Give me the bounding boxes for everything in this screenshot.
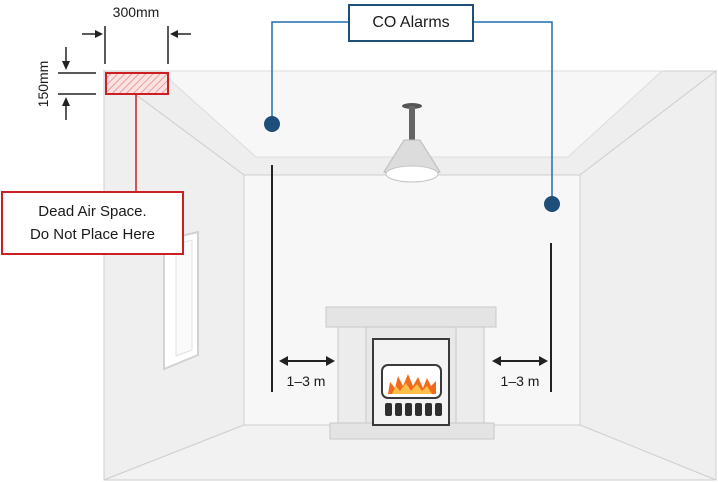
- fireplace-left-pillar: [337, 326, 367, 424]
- dead-air-zone: [105, 72, 169, 95]
- distance-label-left: 1–3 m: [287, 373, 326, 389]
- height-dimension-label: 150mm: [35, 61, 51, 108]
- co-leader-right: [474, 21, 553, 204]
- window-inner: [175, 239, 193, 357]
- dead-air-line-2: Do Not Place Here: [29, 226, 156, 243]
- double-arrow-icon: [279, 356, 335, 366]
- dead-air-line-1: Dead Air Space.: [38, 203, 147, 220]
- flame-core-icon: [392, 383, 432, 394]
- room: [102, 69, 718, 481]
- alarm-dot-icon: [264, 116, 280, 132]
- co-alarms-text: CO Alarms: [372, 14, 450, 31]
- width-dimension-label: 300mm: [113, 4, 160, 20]
- fireplace-mantel: [325, 306, 497, 328]
- alarm-dot-icon: [544, 196, 560, 212]
- fire-grate: [385, 403, 442, 416]
- co-alarms-label: CO Alarms: [348, 4, 474, 42]
- fireplace-right-pillar: [455, 326, 485, 424]
- dead-air-space-label: Dead Air Space. Do Not Place Here: [1, 191, 184, 255]
- height-dimension: [58, 47, 96, 120]
- fireplace-icon: [325, 306, 497, 440]
- distance-label-right: 1–3 m: [501, 373, 540, 389]
- co-leader-left: [271, 21, 348, 124]
- double-arrow-icon: [492, 356, 548, 366]
- ceiling-lamp-icon: [383, 103, 441, 183]
- width-dimension: [82, 26, 191, 64]
